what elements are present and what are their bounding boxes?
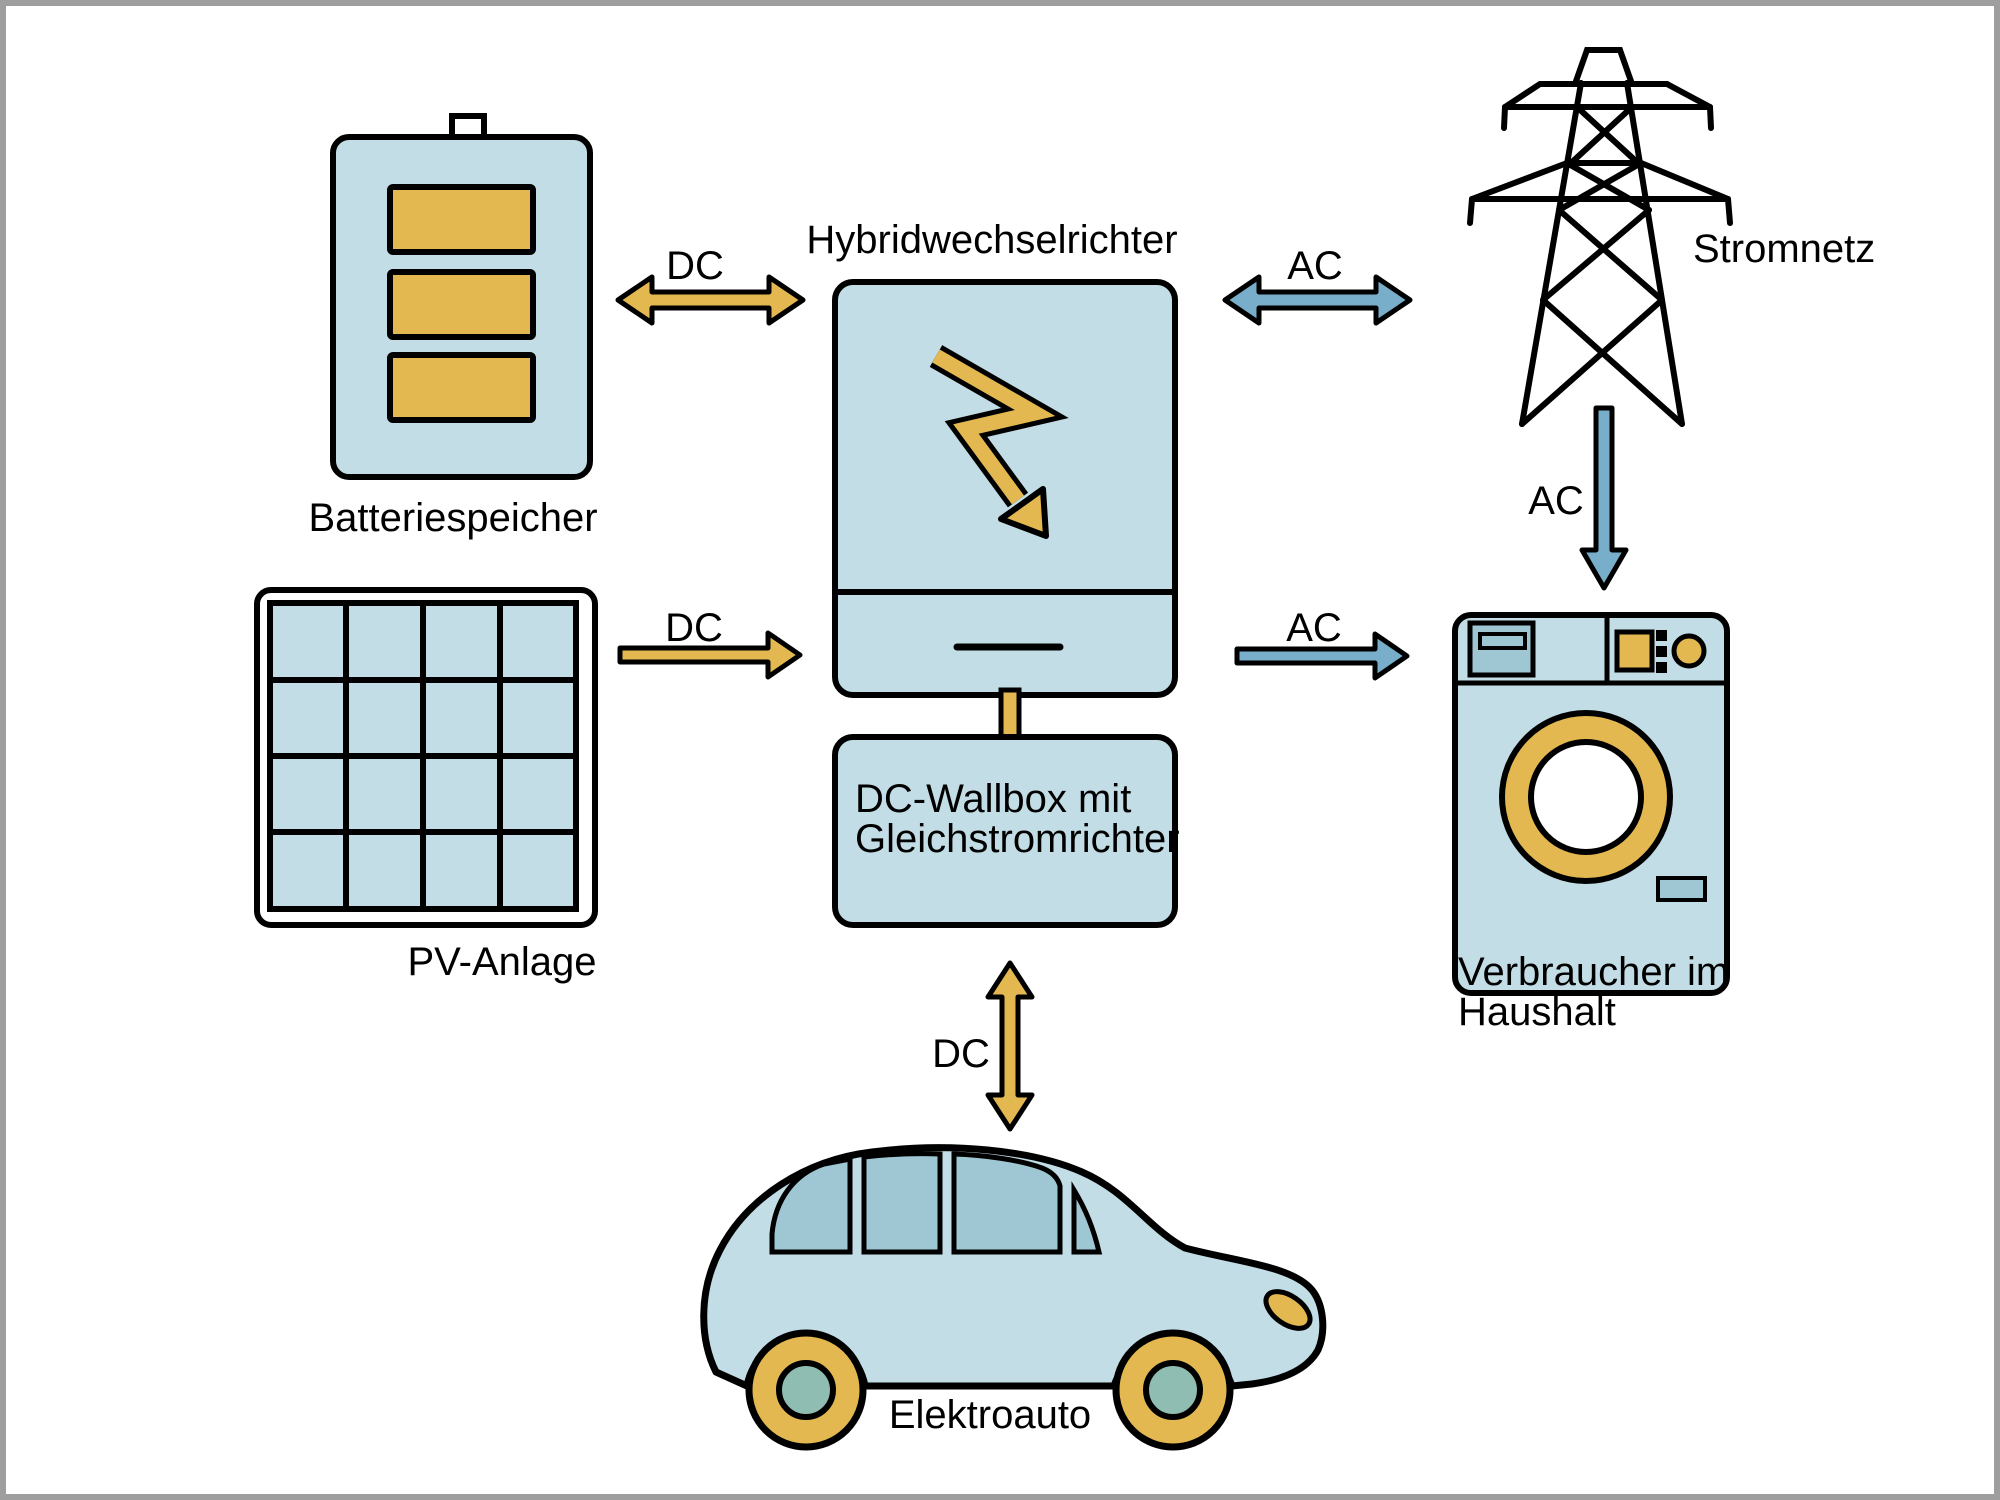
car-windows bbox=[769, 1151, 1103, 1255]
ac-inverter-grid-arrow bbox=[1222, 274, 1413, 326]
dc-battery-inverter-arrow bbox=[615, 274, 806, 326]
power-grid-node: Stromnetz bbox=[1467, 47, 1875, 427]
wallbox-body bbox=[832, 734, 1178, 928]
lightning-bolt-icon bbox=[929, 345, 1069, 539]
pv-grid-lines bbox=[270, 603, 576, 909]
battery-cell-bar bbox=[387, 352, 536, 423]
ac-inverter-household-arrow bbox=[1234, 631, 1410, 681]
battery-label: Batteriespeicher bbox=[308, 496, 597, 540]
washer-door-glass bbox=[1528, 739, 1644, 855]
washer-drawer-slot bbox=[1478, 632, 1527, 650]
ac-grid-household-arrow bbox=[1579, 405, 1629, 591]
car-headlight bbox=[1263, 1289, 1313, 1331]
dc-battery-inverter-label: DC bbox=[666, 244, 724, 288]
flow-arrows: DC AC DC AC AC DC bbox=[615, 244, 1629, 1132]
inverter-label: Hybridwechselrichter bbox=[806, 218, 1177, 262]
grid-label: Stromnetz bbox=[1693, 227, 1875, 271]
household-consumer-node: Verbraucher im Haushalt bbox=[1452, 612, 1730, 1034]
dc-pv-inverter-label: DC bbox=[665, 606, 723, 650]
washing-machine-icon bbox=[1452, 612, 1730, 996]
pv-label: PV-Anlage bbox=[407, 940, 596, 984]
household-label-line1: Verbraucher im bbox=[1458, 950, 1729, 994]
washer-buttons bbox=[1656, 630, 1667, 673]
household-label-line2: Haushalt bbox=[1458, 990, 1616, 1034]
car-wheels bbox=[745, 1329, 1234, 1451]
dc-wallbox-car-arrow bbox=[985, 960, 1035, 1132]
ac-inverter-household-label: AC bbox=[1286, 606, 1342, 650]
hybrid-inverter-node: Hybridwechselrichter bbox=[806, 218, 1178, 698]
dc-wallbox-car-label: DC bbox=[932, 1032, 990, 1076]
car-label: Elektroauto bbox=[889, 1393, 1091, 1437]
pv-array-node: PV-Anlage bbox=[254, 587, 598, 984]
washer-display bbox=[1614, 629, 1655, 673]
dc-pv-inverter-arrow bbox=[617, 630, 803, 680]
washer-filter-door bbox=[1656, 876, 1707, 902]
power-pylon-icon bbox=[1467, 47, 1733, 427]
ac-grid-household-label: AC bbox=[1528, 479, 1584, 523]
battery-cell-bar bbox=[387, 184, 536, 255]
washer-knob bbox=[1671, 633, 1707, 669]
battery-cell-bar bbox=[387, 269, 536, 340]
wallbox-connector bbox=[998, 687, 1022, 743]
electric-car-icon bbox=[700, 1144, 1327, 1451]
battery-storage-node: Batteriespeicher bbox=[308, 113, 598, 540]
electric-car-node: Elektroauto bbox=[700, 1144, 1327, 1451]
dc-wallbox-node: DC-Wallbox mit Gleichstromrichter bbox=[832, 687, 1180, 928]
wallbox-label-line2: Gleichstromrichter bbox=[855, 817, 1180, 861]
wallbox-label-line1: DC-Wallbox mit bbox=[855, 777, 1131, 821]
ac-inverter-grid-label: AC bbox=[1287, 244, 1343, 288]
